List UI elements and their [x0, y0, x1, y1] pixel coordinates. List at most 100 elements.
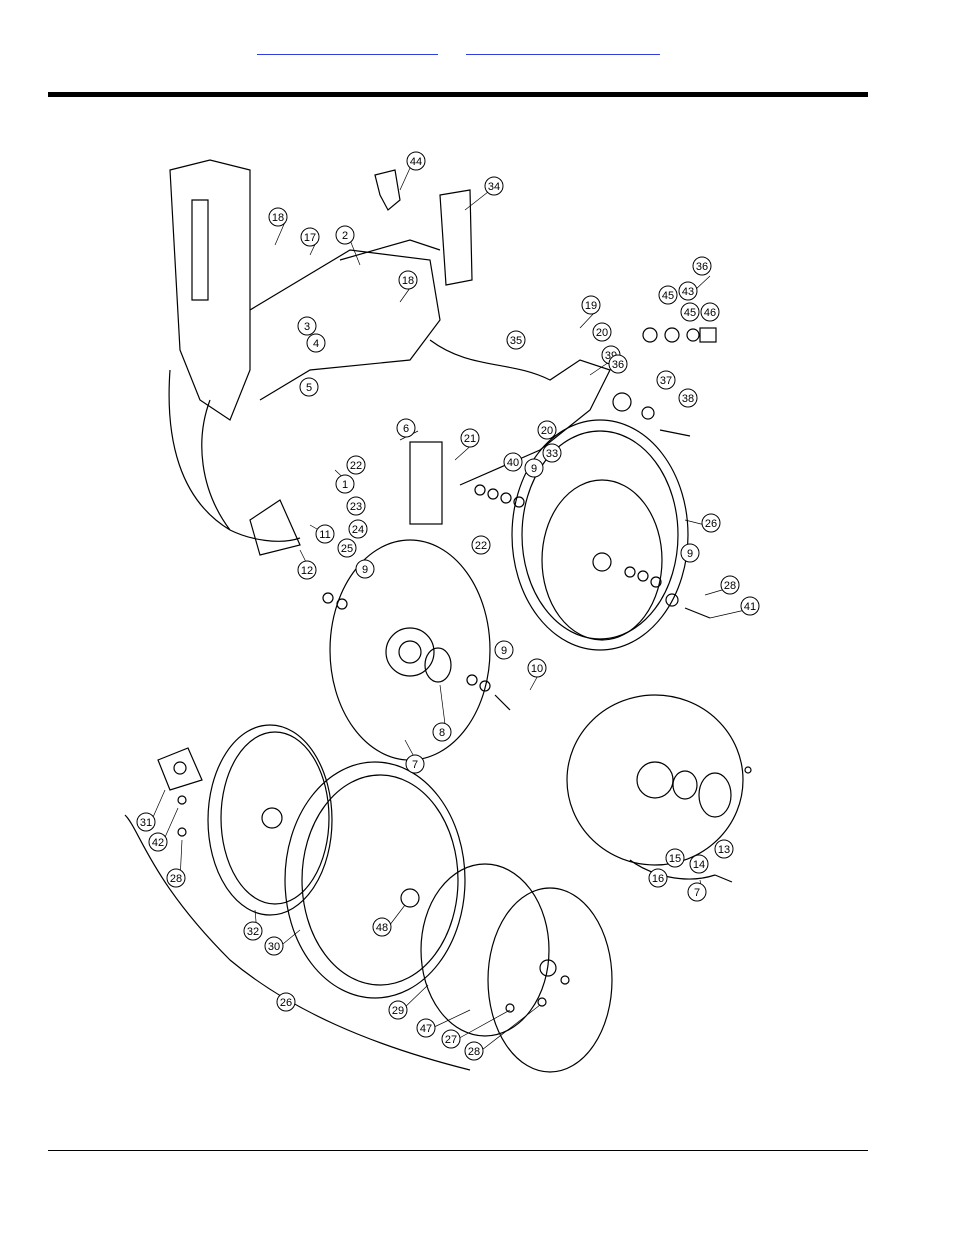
- callout-number: 17: [304, 232, 316, 244]
- callout-number: 36: [696, 261, 708, 273]
- callout-22: 22: [346, 455, 366, 475]
- callout-6: 6: [396, 418, 416, 438]
- callout-number: 1: [342, 479, 348, 491]
- callout-circle: [506, 330, 526, 350]
- callout-circle: [665, 848, 685, 868]
- callout-number: 26: [705, 518, 717, 530]
- callout-circle: [388, 1000, 408, 1020]
- callout-number: 29: [392, 1005, 404, 1017]
- callout-11: 11: [315, 524, 335, 544]
- callout-circle: [484, 176, 504, 196]
- callout-number: 38: [682, 393, 694, 405]
- callout-circle: [608, 354, 628, 374]
- callout-circle: [680, 543, 700, 563]
- callout-number: 3: [304, 321, 310, 333]
- callout-circle: [581, 295, 601, 315]
- callout-26: 26: [701, 513, 721, 533]
- callout-circle: [148, 832, 168, 852]
- nav-link-left[interactable]: [257, 38, 438, 55]
- callout-12: 12: [297, 560, 317, 580]
- header-rule: [48, 92, 868, 97]
- callout-circle: [348, 519, 368, 539]
- callout-circle: [406, 151, 426, 171]
- callout-38: 38: [678, 388, 698, 408]
- callout-5: 5: [299, 377, 319, 397]
- callout-number: 25: [341, 543, 353, 555]
- callout-circle: [464, 1041, 484, 1061]
- callout-4: 4: [306, 333, 326, 353]
- callout-20: 20: [592, 322, 612, 342]
- callout-circle: [396, 418, 416, 438]
- callout-35: 35: [506, 330, 526, 350]
- callout-circle: [460, 428, 480, 448]
- callout-number: 24: [352, 524, 364, 536]
- callout-number: 9: [531, 463, 537, 475]
- callout-circle: [300, 227, 320, 247]
- callout-circle: [494, 640, 514, 660]
- callout-30: 30: [264, 936, 284, 956]
- callout-number: 31: [140, 817, 152, 829]
- callout-number: 22: [475, 540, 487, 552]
- callout-circle: [503, 452, 523, 472]
- callout-number: 26: [280, 997, 292, 1009]
- callout-number: 21: [464, 433, 476, 445]
- callout-circle: [527, 658, 547, 678]
- callout-number: 18: [402, 275, 414, 287]
- callout-27: 27: [441, 1029, 461, 1049]
- callout-number: 47: [420, 1023, 432, 1035]
- callout-48: 48: [372, 917, 392, 937]
- callout-7: 7: [687, 882, 707, 902]
- callout-25: 25: [337, 538, 357, 558]
- callout-number: 32: [247, 926, 259, 938]
- callout-circle: [524, 458, 544, 478]
- callout-circle: [740, 596, 760, 616]
- callout-28: 28: [464, 1041, 484, 1061]
- callout-circle: [658, 285, 678, 305]
- callout-31: 31: [136, 812, 156, 832]
- callout-36: 36: [608, 354, 628, 374]
- callout-24: 24: [348, 519, 368, 539]
- callout-number: 20: [596, 327, 608, 339]
- callout-8: 8: [432, 722, 452, 742]
- callout-circle: [678, 281, 698, 301]
- callout-20: 20: [537, 420, 557, 440]
- callout-18: 18: [268, 207, 288, 227]
- callout-circle: [720, 575, 740, 595]
- callout-18: 18: [398, 270, 418, 290]
- callout-circle: [337, 538, 357, 558]
- callout-number: 14: [693, 859, 705, 871]
- callout-3: 3: [297, 316, 317, 336]
- callout-number: 33: [546, 448, 558, 460]
- callout-circle: [315, 524, 335, 544]
- nav-link-right[interactable]: [466, 38, 660, 55]
- callout-34: 34: [484, 176, 504, 196]
- callout-circle: [592, 322, 612, 342]
- callout-40: 40: [503, 452, 523, 472]
- callout-number: 41: [744, 601, 756, 613]
- callout-number: 22: [350, 460, 362, 472]
- callout-29: 29: [388, 1000, 408, 1020]
- callout-number: 46: [704, 307, 716, 319]
- callout-number: 9: [687, 548, 693, 560]
- callout-17: 17: [300, 227, 320, 247]
- callout-circle: [537, 420, 557, 440]
- callout-number: 45: [684, 307, 696, 319]
- callout-10: 10: [527, 658, 547, 678]
- callout-number: 44: [410, 156, 422, 168]
- callout-circle: [299, 377, 319, 397]
- callout-number: 7: [412, 759, 418, 771]
- callout-number: 13: [718, 844, 730, 856]
- callout-46: 46: [700, 302, 720, 322]
- callout-number: 7: [694, 887, 700, 899]
- callout-number: 36: [612, 359, 624, 371]
- callout-28: 28: [720, 575, 740, 595]
- callout-13: 13: [714, 839, 734, 859]
- callout-number: 43: [682, 286, 694, 298]
- callout-number: 20: [541, 425, 553, 437]
- callout-number: 18: [272, 212, 284, 224]
- callout-number: 30: [268, 941, 280, 953]
- callout-22: 22: [471, 535, 491, 555]
- callout-42: 42: [148, 832, 168, 852]
